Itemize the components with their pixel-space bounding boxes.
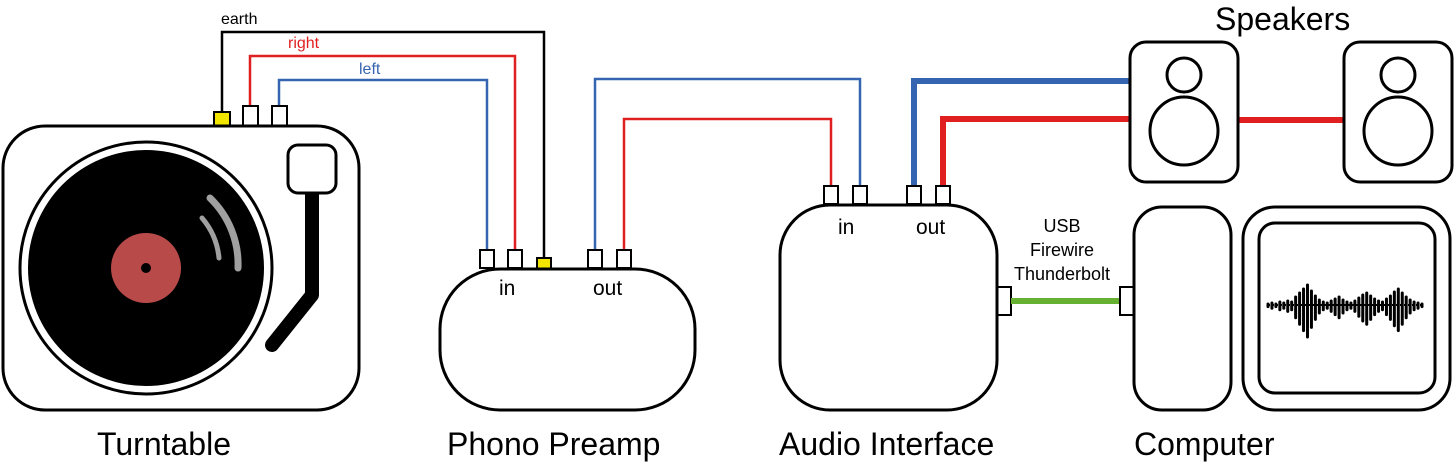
interface-out-label: out bbox=[916, 216, 945, 239]
interface-in-label: in bbox=[838, 216, 854, 239]
left-label: left bbox=[359, 61, 381, 78]
interface-digital-port bbox=[996, 286, 1012, 316]
groove-highlight-inner bbox=[199, 215, 222, 261]
left-wire bbox=[593, 77, 862, 250]
interface-out-right-jack bbox=[935, 185, 951, 205]
interface-out-left-jack bbox=[906, 185, 922, 205]
left-woofer bbox=[1148, 95, 1220, 167]
computer-label: Computer bbox=[1134, 426, 1275, 462]
computer-tower bbox=[1132, 205, 1233, 412]
audio-interface bbox=[778, 185, 1012, 412]
turntable-label: Turntable bbox=[97, 426, 231, 462]
right-speaker-wire bbox=[940, 116, 1130, 186]
computer-digital-port bbox=[1119, 286, 1135, 316]
left-tweeter bbox=[1165, 56, 1203, 94]
preamp-out-label: out bbox=[593, 277, 622, 300]
preamp-out-right-jack bbox=[616, 249, 632, 269]
left-wire bbox=[277, 78, 489, 250]
turntable-to-preamp-cables bbox=[220, 30, 546, 258]
preamp-in-left-jack bbox=[479, 249, 495, 269]
earth-label: earth bbox=[221, 11, 257, 28]
preamp-in-label: in bbox=[499, 277, 515, 300]
waveform-icon bbox=[1266, 283, 1424, 339]
speakers-label: Speakers bbox=[1215, 1, 1350, 37]
usb-label: USB bbox=[1043, 216, 1080, 236]
right-woofer bbox=[1362, 95, 1434, 167]
speakers bbox=[1128, 40, 1454, 184]
phono-preamp bbox=[438, 249, 697, 412]
right-wire bbox=[248, 54, 517, 250]
right-jack bbox=[242, 105, 259, 127]
right-tweeter bbox=[1379, 56, 1417, 94]
turntable bbox=[1, 105, 361, 412]
phono-preamp-label: Phono Preamp bbox=[447, 426, 660, 462]
firewire-label: Firewire bbox=[1030, 240, 1094, 260]
left-jack bbox=[271, 105, 288, 127]
interface-to-speakers-cables bbox=[911, 78, 1344, 186]
preamp-out-left-jack bbox=[587, 249, 603, 269]
groove-highlight bbox=[206, 194, 242, 272]
preamp-body bbox=[438, 267, 697, 412]
interface-body bbox=[778, 203, 999, 412]
spindle bbox=[141, 263, 151, 273]
preamp-in-right-jack bbox=[507, 249, 523, 269]
earth-jack bbox=[213, 111, 231, 127]
interface-in-right-jack bbox=[823, 185, 839, 205]
thunderbolt-label: Thunderbolt bbox=[1014, 264, 1110, 284]
interface-in-left-jack bbox=[852, 185, 868, 205]
audio-interface-label: Audio Interface bbox=[779, 426, 994, 462]
tonearm bbox=[265, 179, 319, 352]
tonearm-pivot bbox=[286, 143, 338, 195]
earth-wire bbox=[220, 30, 546, 258]
right-wire bbox=[622, 117, 833, 250]
computer bbox=[1119, 205, 1452, 412]
preamp-to-interface-cables bbox=[593, 77, 862, 250]
right-label: right bbox=[288, 35, 320, 52]
left-speaker-wire bbox=[911, 78, 1130, 186]
